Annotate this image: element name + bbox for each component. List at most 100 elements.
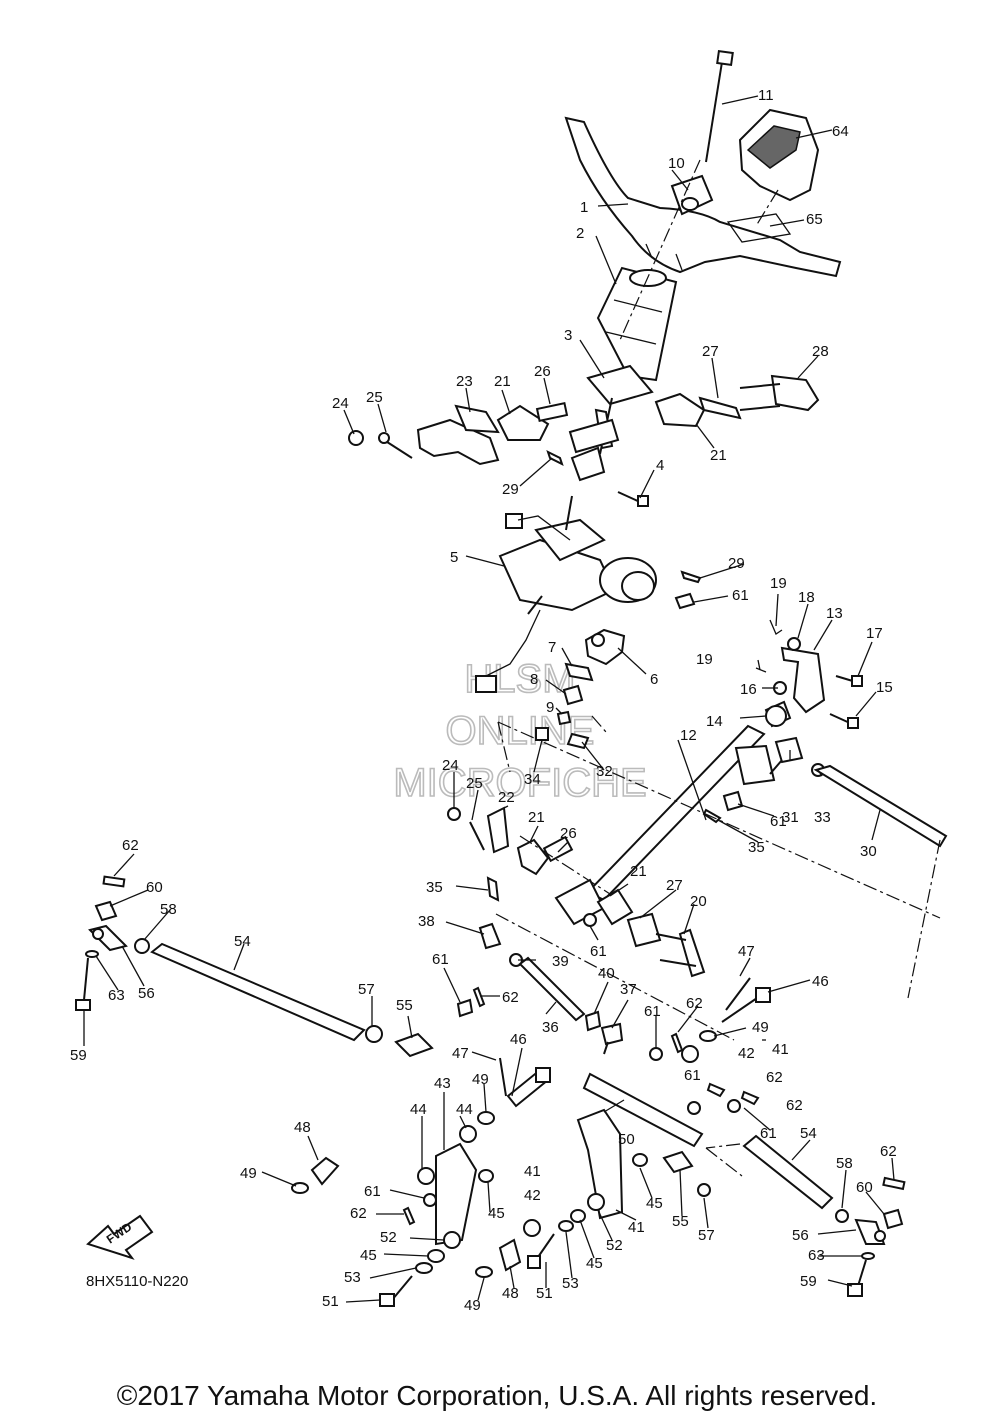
- nut-61-right-a: [649, 1047, 663, 1061]
- rod-50-link: [582, 1072, 704, 1148]
- label-65: [726, 213, 792, 243]
- callout-5: 5: [450, 549, 458, 566]
- callout-64: 64: [832, 123, 849, 140]
- callout-35-upper: 35: [748, 839, 765, 856]
- callout-55-left: 55: [396, 997, 413, 1014]
- callout-26-lower: 26: [560, 825, 577, 842]
- bolt-4: [617, 491, 649, 507]
- callout-44-right: 44: [456, 1101, 473, 1118]
- bushing-44-left-b: [417, 1167, 435, 1185]
- callout-24-top: 24: [332, 395, 349, 412]
- callout-38: 38: [418, 913, 435, 930]
- tie-rod-54-right: [742, 1134, 834, 1210]
- callout-2: 2: [576, 225, 584, 242]
- washer-53-left: [415, 1262, 433, 1274]
- washer-49-left: [291, 1182, 309, 1194]
- nut-61-mid: [674, 592, 696, 610]
- callout-61-h: 61: [364, 1183, 381, 1200]
- callout-57-left: 57: [358, 981, 375, 998]
- callout-61-d: 61: [432, 951, 449, 968]
- nut-61-shaft: [722, 790, 744, 812]
- callout-33: 33: [814, 809, 831, 826]
- callout-59-right: 59: [800, 1273, 817, 1290]
- callout-21-top-right: 21: [710, 447, 727, 464]
- bracket-21-left: [496, 404, 550, 441]
- pin-29-mid: [680, 570, 702, 584]
- plate-27-lower: [626, 912, 662, 948]
- callout-45-b: 45: [360, 1247, 377, 1264]
- bracket-21-lower: [516, 838, 550, 876]
- callout-62-a: 62: [122, 837, 139, 854]
- tie-rod-end-55-left: [394, 1032, 434, 1058]
- nut-57-right: [697, 1183, 711, 1197]
- bushing-42-center: [523, 1219, 541, 1237]
- collar-48-left: [310, 1156, 340, 1186]
- callout-42-center: 42: [524, 1187, 541, 1204]
- callout-32: 32: [596, 763, 613, 780]
- callout-17: 17: [866, 625, 883, 642]
- callout-24-lower: 24: [442, 757, 459, 774]
- callout-37: 37: [620, 981, 637, 998]
- callout-61-a: 61: [732, 587, 749, 604]
- watermark: HLSM ONLINE MICROFICHE: [393, 656, 648, 806]
- callout-61-c: 61: [590, 943, 607, 960]
- bushing-52-center: [587, 1193, 605, 1211]
- washer-45-center: [570, 1209, 586, 1223]
- callout-27-lower: 27: [666, 877, 683, 894]
- callout-10: 10: [668, 155, 685, 172]
- pin-62-left: [102, 875, 126, 888]
- bushing-52-left: [443, 1231, 461, 1249]
- callout-49-left: 49: [240, 1165, 257, 1182]
- watermark-line-3: MICROFICHE: [393, 761, 646, 805]
- callout-21-lower: 21: [630, 863, 647, 880]
- bracket-13: [780, 646, 826, 714]
- callout-55-right: 55: [672, 1213, 689, 1230]
- callout-34: 34: [524, 771, 541, 788]
- callout-51-center: 51: [536, 1285, 553, 1302]
- callout-15: 15: [876, 679, 893, 696]
- callout-46-right: 46: [812, 973, 829, 990]
- callout-39: 39: [552, 953, 569, 970]
- arm-43-left: [435, 1142, 478, 1246]
- bracket-22: [486, 806, 510, 854]
- column-cover-2: [596, 266, 678, 382]
- bolt-15: [829, 713, 859, 729]
- clip-19-upper: [769, 619, 783, 635]
- callout-25-top: 25: [366, 389, 383, 406]
- fwd-arrow-icon: FWD: [86, 1214, 154, 1260]
- column-3: [568, 364, 654, 482]
- nut-61-lower-mid: [583, 913, 597, 927]
- pin-29-top: [546, 450, 564, 466]
- callout-48-left: 48: [294, 1119, 311, 1136]
- collar-48-center: [498, 1238, 522, 1272]
- callout-45-c: 45: [586, 1255, 603, 1272]
- nut-58-right: [835, 1209, 849, 1223]
- washer-45-center-b: [632, 1153, 648, 1167]
- nut-24-top: [348, 430, 364, 446]
- pin-62-right: [882, 1176, 906, 1191]
- callout-53-center: 53: [562, 1275, 579, 1292]
- pin-62-right-a: [670, 1032, 684, 1054]
- callout-28: 28: [812, 343, 829, 360]
- nut-61-lower-left: [423, 1193, 437, 1207]
- callout-50: 50: [618, 1131, 635, 1148]
- collar-26-lower: [542, 835, 574, 863]
- tie-rod-end-56-left: [88, 924, 128, 952]
- bolt-17: [835, 675, 863, 687]
- shaft-46-left: [506, 1067, 551, 1108]
- nut-24-lower: [447, 807, 461, 821]
- bracket-20: [655, 928, 706, 978]
- callout-36: 36: [542, 1019, 559, 1036]
- nut-57-left: [365, 1025, 383, 1043]
- callout-45-a: 45: [488, 1205, 505, 1222]
- callout-25-lower: 25: [466, 775, 483, 792]
- callout-21-top-left: 21: [494, 373, 511, 390]
- callout-51-left: 51: [322, 1293, 339, 1310]
- bolt-25-top: [378, 432, 413, 459]
- washer-49-center: [475, 1266, 493, 1278]
- callout-62-e: 62: [786, 1097, 803, 1114]
- callout-61-e: 61: [644, 1003, 661, 1020]
- bracket-21-right: [654, 392, 706, 428]
- callout-58-right: 58: [836, 1155, 853, 1172]
